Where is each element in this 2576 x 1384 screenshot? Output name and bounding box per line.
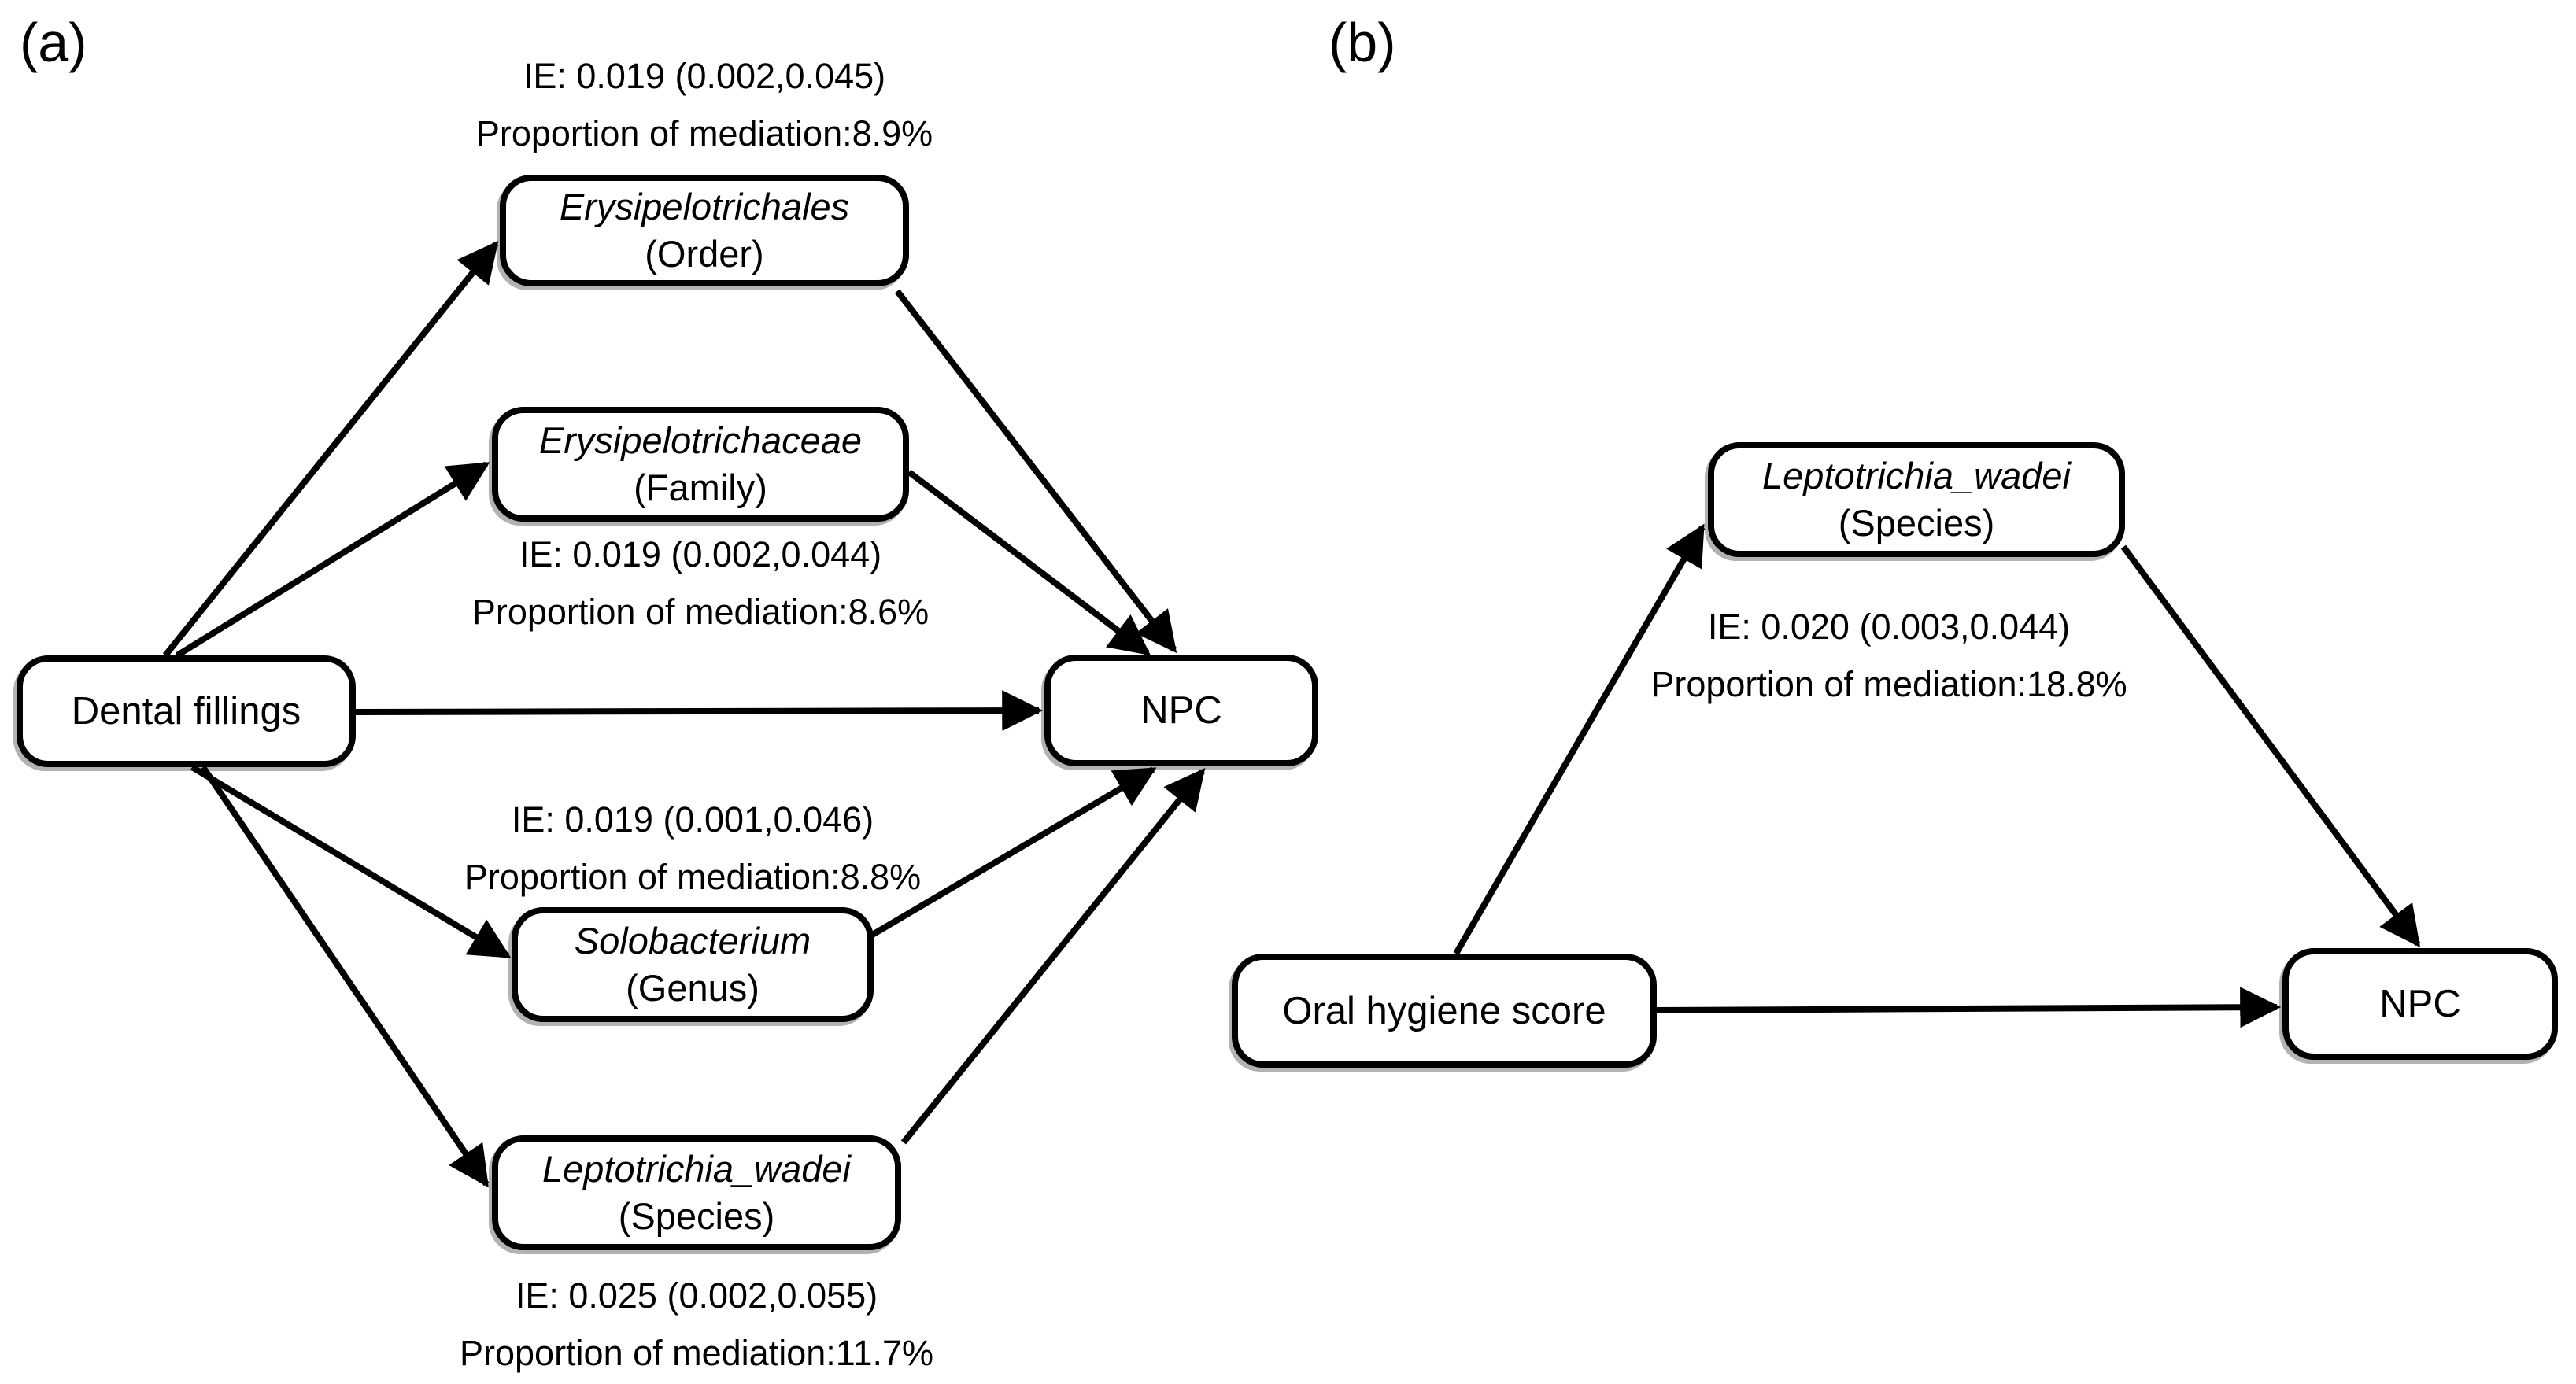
stat-family: IE: 0.019 (0.002,0.044) Proportion of me…: [386, 526, 1015, 640]
arrow-oral-to-npc: [1656, 987, 2282, 1028]
stat-species-b-ie: IE: 0.020 (0.003,0.044): [1707, 607, 2071, 647]
stat-genus: IE: 0.019 (0.001,0.046) Proportion of me…: [378, 791, 1007, 906]
taxon-rank: (Order): [645, 233, 764, 275]
node-dental-fillings: Dental fillings: [17, 655, 356, 767]
outcome-label: NPC: [1140, 689, 1222, 732]
node-leptotrichia-wadei-species-a: Leptotrichia_wadei (Species): [492, 1135, 901, 1250]
node-erysipelotrichaceae-family: Erysipelotrichaceae (Family): [492, 407, 909, 522]
stat-order-proportion: Proportion of mediation:8.9%: [475, 113, 933, 153]
node-leptotrichia-wadei-species-b: Leptotrichia_wadei (Species): [1708, 442, 2125, 557]
taxon-name: Erysipelotrichales: [559, 186, 850, 227]
arrow-dental-to-npc: [355, 690, 1044, 732]
arrow-oral-to-species: [1453, 523, 1706, 956]
outcome-label: NPC: [2379, 983, 2461, 1025]
arrow-dental-to-species: [200, 765, 490, 1188]
stat-genus-proportion: Proportion of mediation:8.8%: [464, 857, 922, 897]
arrow-dental-to-family: [175, 461, 490, 659]
stat-genus-ie: IE: 0.019 (0.001,0.046): [511, 799, 874, 840]
node-oral-hygiene-score: Oral hygiene score: [1232, 954, 1657, 1068]
stat-species-a-ie: IE: 0.025 (0.002,0.055): [515, 1275, 878, 1316]
arrow-species-to-npc-b: [2120, 544, 2421, 948]
stat-species-b: IE: 0.020 (0.003,0.044) Proportion of me…: [1550, 598, 2227, 713]
taxon-rank: (Genus): [626, 967, 759, 1009]
arrow-family-to-npc: [907, 469, 1151, 656]
arrow-dental-to-genus: [190, 764, 512, 959]
taxon-name: Leptotrichia_wadei: [1762, 455, 2071, 496]
node-npc-b: NPC: [2282, 948, 2558, 1060]
stat-family-proportion: Proportion of mediation:8.6%: [471, 592, 930, 632]
taxon-rank: (Species): [618, 1195, 775, 1237]
taxon-name: Leptotrichia_wadei: [542, 1148, 851, 1190]
panel-b-label: (b): [1329, 12, 1396, 73]
panel-a-label: (a): [20, 12, 87, 73]
stat-family-ie: IE: 0.019 (0.002,0.044): [519, 534, 882, 574]
stat-order: IE: 0.019 (0.002,0.045) Proportion of me…: [390, 47, 1019, 162]
arrow-species-to-npc: [900, 767, 1206, 1145]
arrow-dental-to-order: [162, 240, 499, 658]
exposure-label: Oral hygiene score: [1282, 989, 1606, 1032]
stat-species-a: IE: 0.025 (0.002,0.055) Proportion of me…: [366, 1267, 1027, 1382]
arrow-order-to-npc: [894, 289, 1177, 654]
node-npc-a: NPC: [1044, 655, 1318, 766]
node-erysipelotrichales-order: Erysipelotrichales (Order): [500, 175, 909, 286]
exposure-label: Dental fillings: [71, 690, 301, 733]
taxon-rank: (Species): [1838, 502, 1995, 544]
stat-species-b-proportion: Proportion of mediation:18.8%: [1650, 664, 2127, 704]
taxon-name: Solobacterium: [574, 920, 811, 961]
taxon-name: Erysipelotrichaceae: [538, 419, 863, 461]
node-solobacterium-genus: Solobacterium (Genus): [512, 907, 874, 1022]
taxon-rank: (Family): [634, 467, 767, 508]
stat-order-ie: IE: 0.019 (0.002,0.045): [523, 56, 886, 96]
arrow-genus-to-npc: [867, 766, 1157, 939]
stat-species-a-proportion: Proportion of mediation:11.7%: [459, 1333, 934, 1373]
